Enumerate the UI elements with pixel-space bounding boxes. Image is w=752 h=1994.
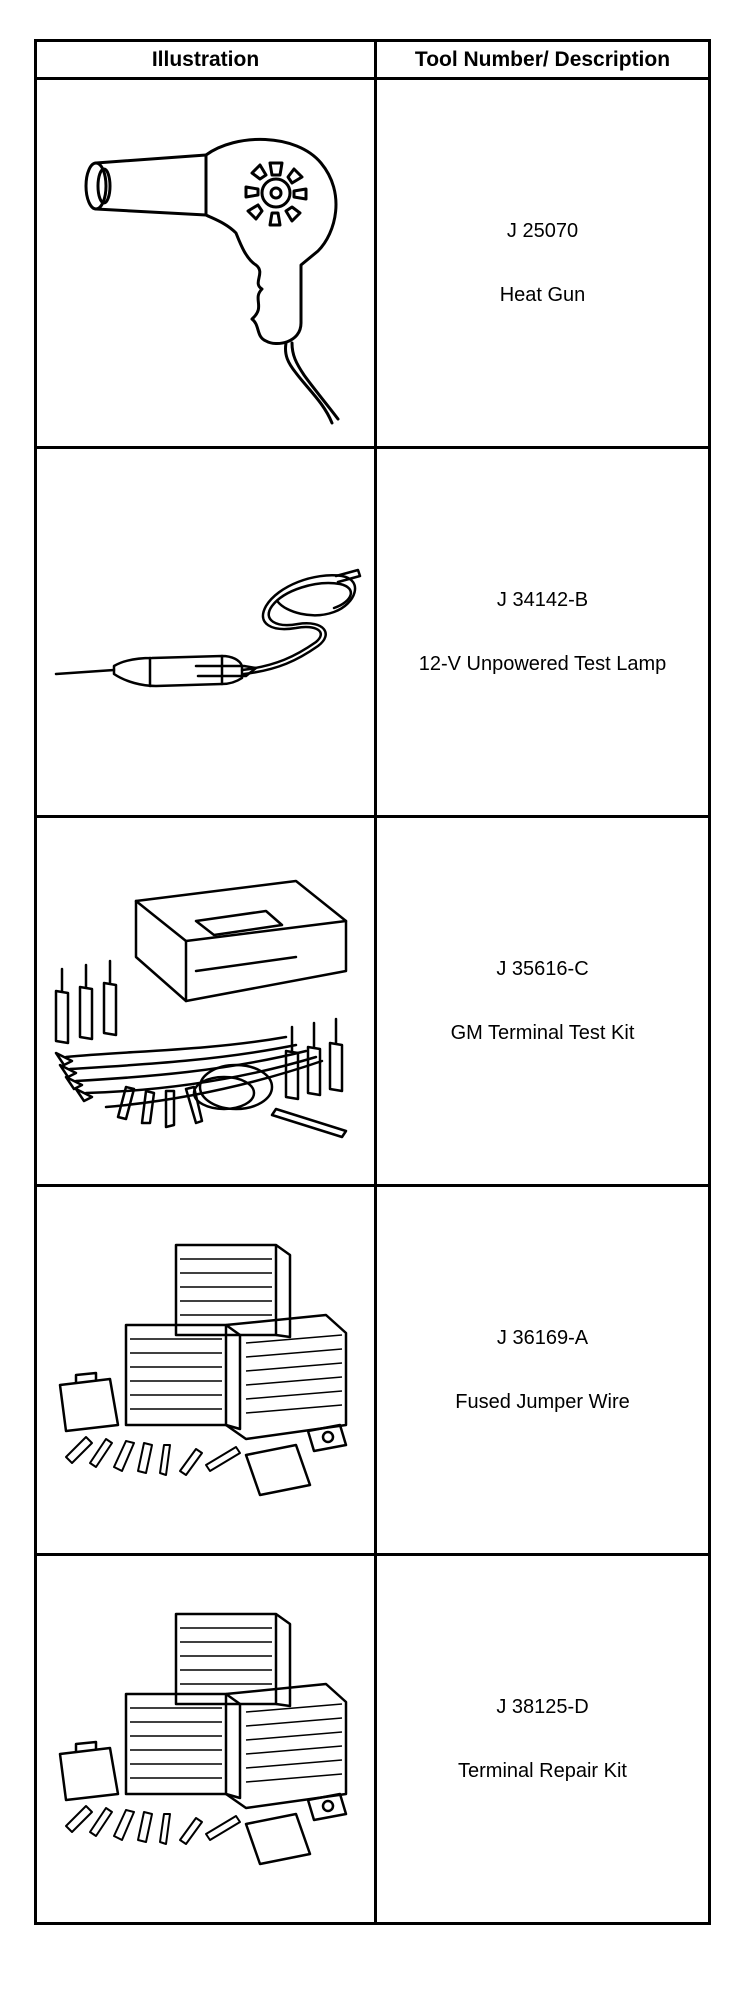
table-row: J 35616-C GM Terminal Test Kit [34,815,711,1187]
heat-gun-icon [84,138,339,425]
tool-description: Fused Jumper Wire [455,1391,630,1413]
tool-description: Terminal Repair Kit [458,1760,627,1782]
terminal-test-kit-icon [54,879,347,1139]
tool-description: Heat Gun [499,284,586,306]
fused-jumper-wire-kit-icon [58,1243,347,1497]
table-row: J 25070 Heat Gun [34,77,711,449]
tool-number: J 34142-B [496,589,589,611]
table-row: J 38125-D Terminal Repair Kit [34,1553,711,1925]
tool-number: J 36169-A [496,1327,589,1349]
tool-number: J 38125-D [496,1696,589,1718]
illustration-cell [34,446,377,818]
tool-number: J 25070 [506,220,579,242]
terminal-repair-kit-icon [58,1612,347,1866]
description-cell: J 35616-C GM Terminal Test Kit [374,815,711,1187]
tool-number: J 35616-C [496,958,589,980]
test-lamp-icon [54,568,361,688]
header-description: Tool Number/ Description [374,39,711,80]
illustration-cell [34,815,377,1187]
header-illustration: Illustration [34,39,377,80]
table-row: J 36169-A Fused Jumper Wire [34,1184,711,1556]
tool-description: 12-V Unpowered Test Lamp [418,653,667,675]
illustration-cell [34,77,377,449]
tool-description: GM Terminal Test Kit [450,1022,635,1044]
table-header-row: Illustration Tool Number/ Description [34,39,711,80]
tool-table: Illustration Tool Number/ Description [34,39,711,1925]
table-row: J 34142-B 12-V Unpowered Test Lamp [34,446,711,818]
description-cell: J 34142-B 12-V Unpowered Test Lamp [374,446,711,818]
illustration-cell [34,1553,377,1925]
description-cell: J 38125-D Terminal Repair Kit [374,1553,711,1925]
description-cell: J 36169-A Fused Jumper Wire [374,1184,711,1556]
illustration-cell [34,1184,377,1556]
description-cell: J 25070 Heat Gun [374,77,711,449]
